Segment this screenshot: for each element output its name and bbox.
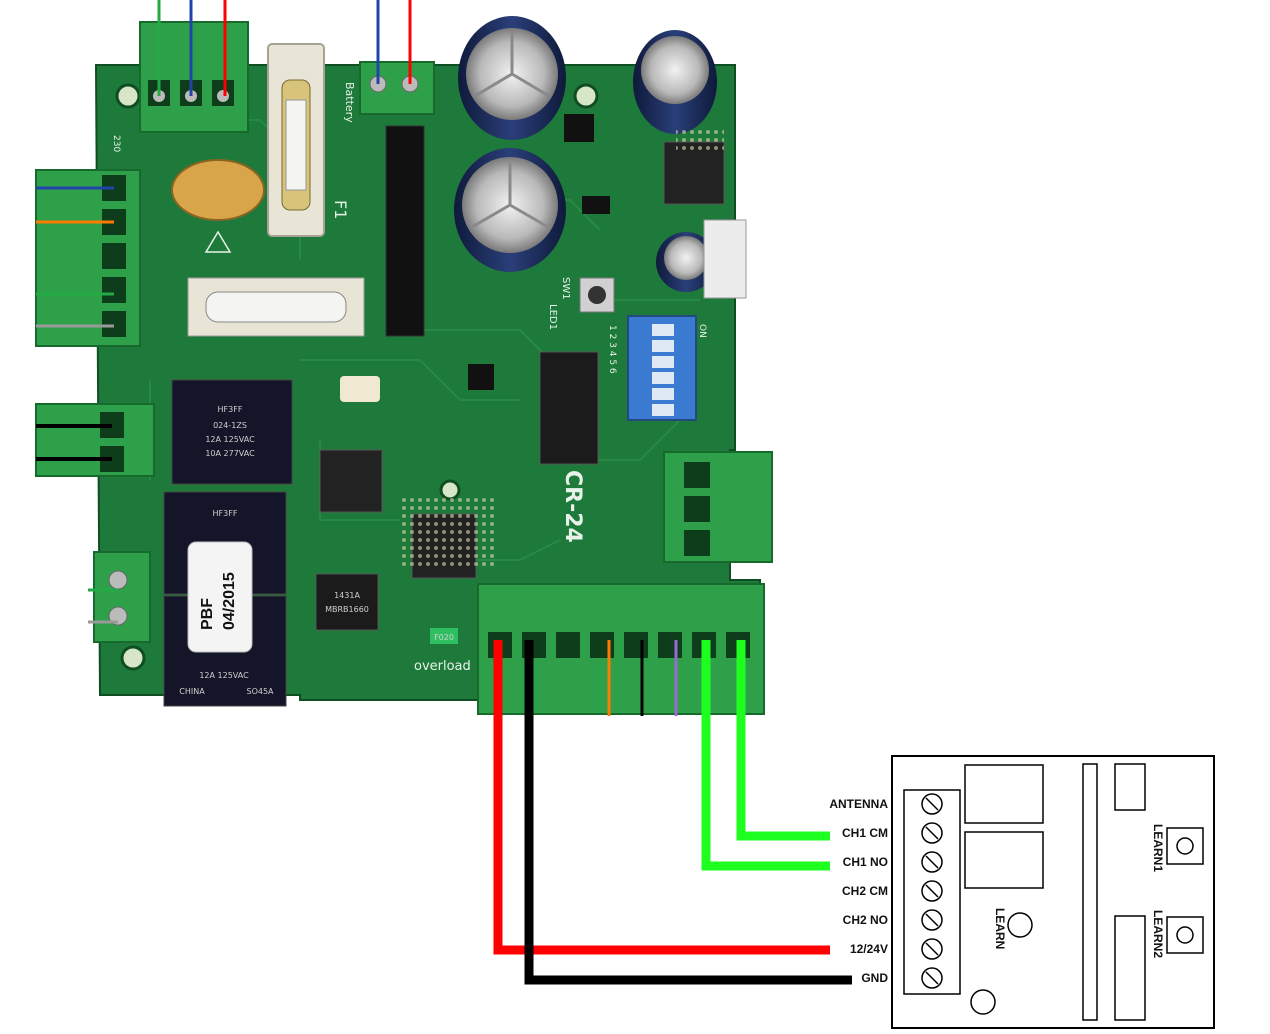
- smd-code-part: [430, 628, 458, 644]
- learn1-button-circle: [1176, 837, 1194, 855]
- terminal-screw: [921, 967, 943, 989]
- battery-terminal-block: [359, 61, 435, 115]
- terminal-screw: [921, 909, 943, 931]
- relay-ch2: [964, 831, 1044, 889]
- wire-gnd: [524, 640, 852, 985]
- sticker-date: 04/2015: [221, 572, 238, 630]
- terminal-label: CH1 NO: [843, 855, 888, 869]
- terminal-screw: [921, 880, 943, 902]
- smd-chip: [582, 196, 610, 214]
- microcontroller-chip: [539, 351, 599, 465]
- smd-inductor: [340, 376, 380, 402]
- mounting-hole: [120, 645, 146, 671]
- switch-label: SW1: [560, 277, 571, 300]
- wire-ch1-no: [701, 640, 830, 871]
- fuse-holder: [267, 43, 325, 237]
- small-terminal-block: [93, 551, 151, 643]
- fuse-label: F1: [331, 200, 350, 219]
- dip-switch: [627, 315, 697, 421]
- relay: HF3FF 024-1ZS 12A 125VAC 10A 277VAC: [171, 379, 293, 485]
- mosfet: [319, 449, 383, 513]
- capacitor-small: [656, 232, 716, 292]
- voltage-regulator: [663, 141, 725, 205]
- aux-terminal-block: [35, 403, 155, 477]
- terminal-label: CH2 NO: [843, 913, 888, 927]
- dip-numbers: 1 2 3 4 5 6: [607, 325, 617, 374]
- relay-ch1: [964, 764, 1044, 824]
- right-terminal-block: [663, 451, 773, 563]
- learn2-label: LEARN2: [1151, 910, 1165, 958]
- warning-triangle: [204, 230, 232, 253]
- relay-model: HF3FF: [218, 405, 243, 414]
- battery-label: Battery: [343, 82, 356, 123]
- learn-label: LEARN: [993, 908, 1007, 949]
- proto-area: [676, 130, 724, 150]
- io-terminal-block: [477, 583, 765, 715]
- mounting-hole: [115, 83, 141, 109]
- controller-board: F1 Battery 230: [35, 0, 773, 716]
- relay-rating: 12A 125VAC: [205, 435, 255, 444]
- diode-package: [315, 573, 379, 631]
- receiver-module: ANTENNA CH1 CM CH1 NO CH2 CM CH2 NO 12/24V GND…: [829, 755, 1215, 1029]
- relay-code: 024-1ZS: [213, 421, 247, 430]
- led-label: LED1: [547, 304, 558, 330]
- receiver-terminal-labels: ANTENNA CH1 CM CH1 NO CH2 CM CH2 NO 12/24V GND: [829, 797, 888, 985]
- varistor: [171, 159, 265, 221]
- learn1-label: LEARN1: [1151, 824, 1165, 872]
- capacitor-large: [454, 148, 566, 272]
- smd-chip: [468, 364, 494, 390]
- terminal-label: CH2 CM: [842, 884, 888, 898]
- heatsink: [385, 125, 425, 337]
- wire-ch1-cm: [736, 640, 830, 841]
- relay-code: SO45A: [246, 687, 274, 696]
- chip-bottom: [1114, 915, 1146, 1021]
- smd-chip: [564, 114, 594, 142]
- header-connector: [703, 219, 747, 299]
- relay-model: HF3FF: [213, 509, 238, 518]
- terminal-screw: [921, 822, 943, 844]
- date-sticker: PBF 04/2015: [187, 541, 253, 653]
- terminal-screw: [921, 938, 943, 960]
- terminal-screw: [921, 793, 943, 815]
- dip-on-label: ON: [697, 324, 707, 338]
- board-model: CR-24: [560, 470, 585, 543]
- learn-push-button: [579, 277, 615, 313]
- relay-rating: 12A 125VAC: [199, 671, 249, 680]
- sticker-pbf: PBF: [199, 598, 216, 630]
- terminal-label: GND: [861, 971, 888, 985]
- receiver-terminal-screws: [921, 793, 943, 989]
- mains-terminal-block: [139, 21, 249, 133]
- mount-circle: [970, 989, 996, 1015]
- overload-label: overload: [414, 659, 471, 674]
- capacitor-large: [458, 16, 566, 140]
- connection-wires: [493, 640, 852, 985]
- terminal-screw: [921, 851, 943, 873]
- smd-code: F020: [434, 633, 454, 642]
- chip-top: [1114, 763, 1146, 811]
- fuse-glass: [187, 277, 365, 337]
- capacitor-medium: [633, 30, 717, 134]
- terminal-label: 12/24V: [850, 942, 888, 956]
- relay-origin: CHINA: [179, 687, 205, 696]
- mounting-hole: [573, 83, 599, 109]
- diode-model: MBRB1660: [325, 605, 369, 614]
- motor-terminal-block: [35, 169, 141, 347]
- learn2-button-circle: [1176, 926, 1194, 944]
- antenna-strip: [1082, 763, 1098, 1021]
- diode-code: 1431A: [334, 591, 360, 600]
- wire-12-24v: [493, 640, 830, 955]
- terminal-label: ANTENNA: [829, 797, 888, 811]
- relay-rating: 10A 277VAC: [205, 449, 255, 458]
- learn-button-circle: [1007, 912, 1033, 938]
- terminal-label: CH1 CM: [842, 826, 888, 840]
- voltage-label: 230: [111, 135, 121, 152]
- proto-area: [398, 496, 498, 566]
